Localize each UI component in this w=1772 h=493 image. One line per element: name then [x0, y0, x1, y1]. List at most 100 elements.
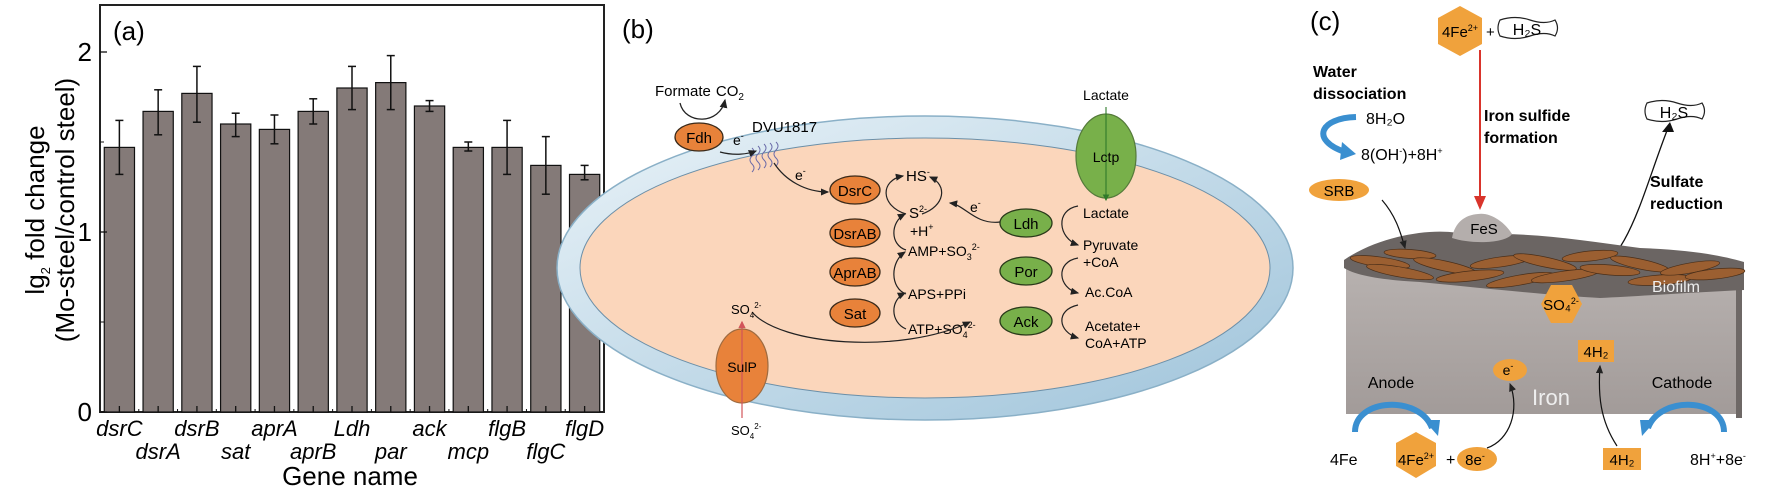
cathode-arrow	[1645, 401, 1727, 433]
x-tick-label-aprB: aprB	[290, 439, 336, 464]
panel-b-label: (b)	[622, 14, 654, 44]
panel-c-corrosion-diagram: (c) 4Fe2+ + H₂S Water dissociation 8H₂O …	[1309, 6, 1746, 478]
fe-left-label: 4Fe	[1330, 452, 1358, 469]
sulfate-reduction-enzymes: DsrC DsrAB AprAB Sat	[829, 175, 881, 328]
amp-so3-label: AMP+SO	[908, 243, 967, 259]
anode-label: Anode	[1368, 375, 1414, 392]
h-e-label: 8H	[1690, 452, 1710, 469]
bar-flgB	[491, 146, 523, 413]
bar-aprA	[258, 128, 291, 413]
error-bar-dsrB	[192, 65, 201, 123]
fes-deposit	[1452, 213, 1512, 243]
so4-outer-sub: 4	[750, 432, 755, 441]
coa-label: +CoA	[1083, 254, 1119, 270]
water-title-2: dissociation	[1313, 86, 1406, 103]
pyruvate-label: Pyruvate	[1083, 237, 1138, 253]
x-tick-label-flgD: flgD	[565, 416, 604, 441]
x-tick-label-ack: ack	[412, 416, 447, 441]
error-bar-aprB	[309, 98, 318, 125]
error-bar-flgC	[541, 135, 550, 195]
error-bar-mcp	[464, 141, 473, 152]
iron-label: Iron	[1532, 385, 1570, 410]
aprab-label: AprAB	[833, 265, 876, 282]
panel-a-bar-chart: (a) 012 dsrCdsrAdsrBsataprAaprBLdhparack…	[20, 4, 605, 491]
ack-enzyme	[999, 306, 1053, 336]
so3-sub: 3	[967, 252, 972, 262]
electrons-8e-sup: -	[1482, 451, 1485, 461]
bar-mcp	[452, 146, 485, 413]
h2-bottom-label: 4H₂	[1610, 452, 1635, 469]
dvu1817-transporter	[749, 141, 779, 173]
h2s-cloud-right	[1644, 99, 1706, 123]
h2-flow-arrow	[1595, 364, 1618, 447]
atp-so4-sup: 2-	[968, 320, 976, 330]
so3-sup: 2-	[972, 242, 980, 252]
lactate-pathway-arrows	[1061, 205, 1080, 340]
so4-inner-label: SO	[731, 302, 750, 317]
electron-sup-2: -	[803, 166, 806, 176]
ldh-enzyme	[999, 208, 1053, 238]
electron-sup-3: -	[978, 198, 981, 208]
bar-dsrC	[103, 146, 136, 413]
bar-sat	[219, 123, 252, 413]
cathode-arrow-head	[1640, 420, 1656, 436]
x-tick-label-dsrA: dsrA	[136, 439, 181, 464]
x-tick-label-flgC: flgC	[526, 439, 565, 464]
svg-text:8(OH-)+8H+: 8(OH-)+8H+	[1361, 146, 1443, 164]
svg-text:e-: e-	[733, 131, 744, 148]
error-bar-par	[386, 54, 395, 111]
lactate-outer-label: Lactate	[1083, 87, 1129, 103]
lctp-label: Lctp	[1093, 149, 1120, 165]
srb-label: SRB	[1324, 183, 1355, 200]
h2-inner-label: 4H₂	[1584, 344, 1609, 361]
bar-dsrA	[142, 110, 174, 413]
fe2-bottom-label: 4Fe	[1398, 452, 1424, 469]
so4-inner-sub: 4	[750, 311, 755, 320]
anode-arrow-head	[1424, 420, 1440, 436]
svg-text:e-: e-	[1503, 361, 1514, 378]
lactate-inner-label: Lactate	[1083, 205, 1129, 221]
h2s-cloud-top	[1497, 16, 1559, 40]
electron-label-1: e	[733, 132, 741, 148]
h-e-sup: +	[1710, 451, 1715, 461]
electron-sup-1: -	[741, 131, 744, 141]
panel-c-label: (c)	[1310, 6, 1340, 36]
aps-ppi-label: APS+PPi	[908, 286, 966, 302]
fes-label: FeS	[1470, 221, 1498, 238]
electron-label-2: e	[795, 167, 803, 183]
x-tick-label-sat: sat	[221, 439, 251, 464]
x-tick-label-flgB: flgB	[488, 416, 526, 441]
svg-text:ATP+SO42-: ATP+SO42-	[908, 320, 976, 340]
sat-enzyme	[829, 298, 881, 328]
biofilm-label: Biofilm	[1652, 279, 1700, 296]
electron-flow-arrow	[1486, 382, 1516, 449]
dsrc-enzyme	[829, 175, 881, 205]
x-tick-label-dsrC: dsrC	[96, 416, 143, 441]
h2-inner-box	[1578, 340, 1614, 362]
h-sup: +	[1437, 146, 1442, 156]
metal-shadow	[1736, 268, 1742, 418]
water-arrow-head	[1340, 142, 1356, 160]
dsrab-enzyme	[829, 218, 881, 248]
y-axis-title-rest: fold change	[20, 125, 50, 267]
error-bar-flgB	[503, 119, 512, 176]
x-tick-label-aprA: aprA	[251, 416, 297, 441]
so4-inner-sup: 2-	[754, 301, 761, 310]
y-axis-title: lg2 fold change (Mo-steel/control steel)	[20, 78, 80, 342]
svg-text:HS-: HS-	[906, 167, 930, 185]
sulfate-arrow-head	[1662, 122, 1674, 132]
fe2-hexagon-top	[1438, 6, 1482, 56]
atp-so4-label: ATP+SO	[908, 321, 963, 337]
accoa-label: Ac.CoA	[1085, 284, 1133, 300]
h-e-rest: +8e	[1716, 452, 1743, 469]
error-bar-aprA	[270, 114, 279, 145]
h-e-sup2: -	[1743, 451, 1746, 461]
aprab-enzyme	[829, 257, 881, 287]
y-tick-label: 2	[78, 37, 92, 67]
electrons-8e-label: 8e	[1465, 452, 1482, 469]
x-tick-label-mcp: mcp	[448, 439, 490, 464]
cathode-label: Cathode	[1652, 375, 1713, 392]
por-enzyme	[999, 256, 1053, 286]
